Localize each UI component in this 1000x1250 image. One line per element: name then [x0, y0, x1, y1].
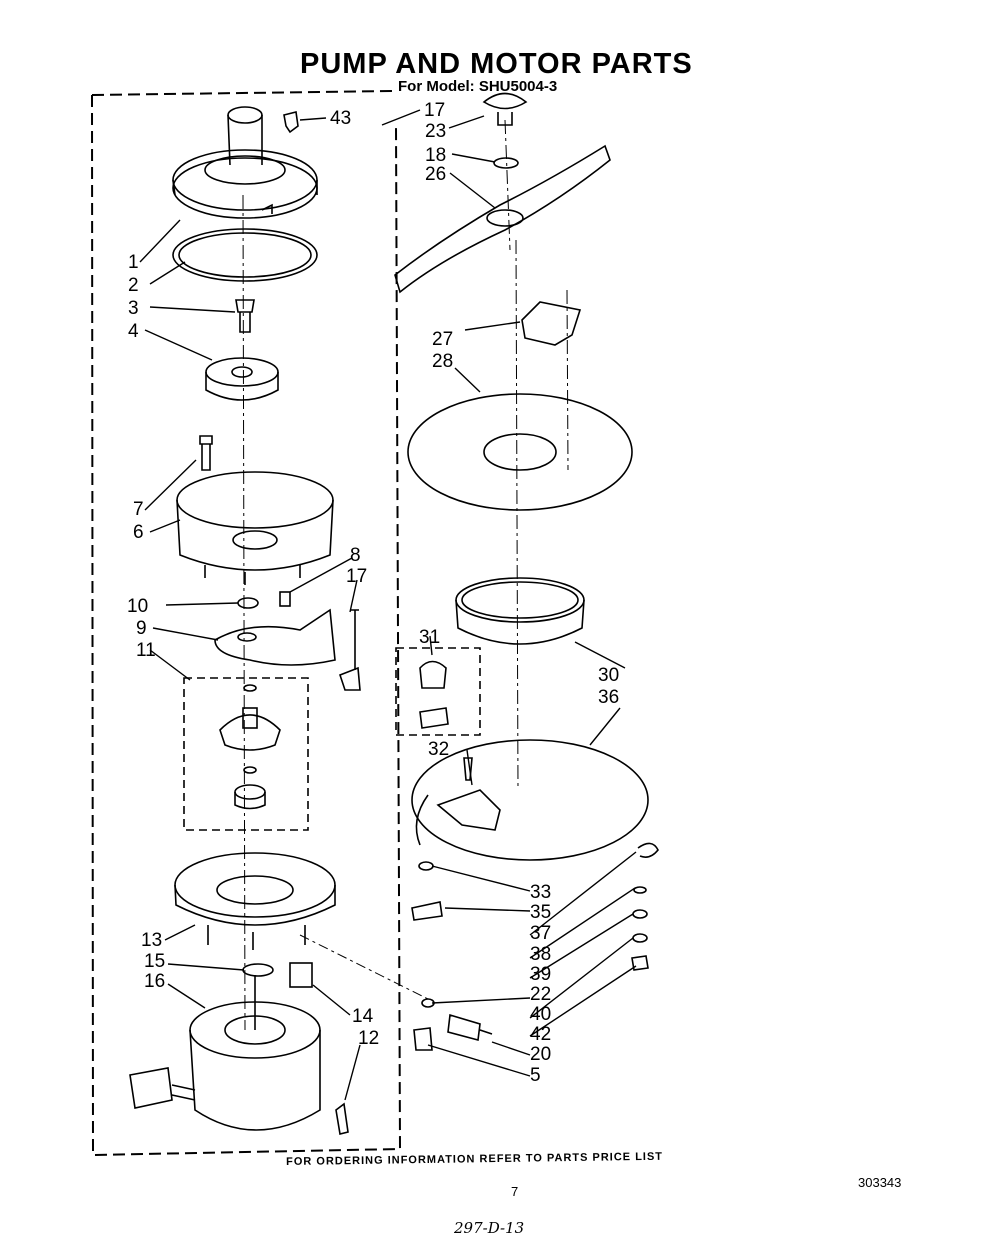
- part-11-assembly: [219, 684, 281, 810]
- callout-14: 14: [352, 1006, 374, 1027]
- wire: [415, 794, 429, 846]
- part-27-spray-arm: [394, 144, 611, 294]
- leader-lines: [139, 109, 637, 1101]
- callout-26: 23: [425, 121, 447, 142]
- part-38-washer: [633, 886, 647, 894]
- callout-35: 35: [530, 902, 552, 923]
- callout-30: 30: [598, 665, 620, 686]
- callout-5: 5: [530, 1065, 541, 1086]
- callout-6: 6: [133, 522, 144, 543]
- part-12-screw: [335, 1102, 349, 1135]
- part-39-washer: [632, 909, 648, 919]
- part-32-fitting: [463, 757, 473, 781]
- callout-20: 18: [425, 145, 447, 166]
- assembly-boundary: [91, 90, 402, 1157]
- left-axis-line: [242, 194, 246, 1031]
- part-17-rod: [339, 609, 361, 691]
- part-1-pump-cover: [172, 106, 318, 219]
- part-2-ring: [172, 228, 318, 282]
- right-axis-line: [504, 119, 519, 791]
- part-14-block: [289, 962, 313, 988]
- part-36-gasket: [411, 739, 649, 861]
- callout-8: 8: [350, 545, 361, 566]
- part-29-filter-screen: [407, 393, 633, 511]
- callout-10: 10: [127, 596, 149, 617]
- part-40-washer: [632, 933, 648, 943]
- callout-15: 15: [144, 951, 166, 972]
- part-5-clip: [413, 1027, 433, 1051]
- callout-27: 26: [425, 164, 447, 185]
- callout-9: 9: [136, 618, 147, 639]
- part-31-group-box: [395, 647, 481, 736]
- part-7-bolt: [199, 435, 213, 471]
- part-42-nut: [631, 955, 649, 971]
- part-15-washer: [242, 963, 274, 977]
- part-6-pump-housing: [176, 471, 334, 585]
- part-9-plate: [214, 608, 336, 666]
- part-35-clip: [411, 901, 443, 921]
- callout-2: 2: [128, 275, 139, 296]
- part-33-washer: [418, 861, 434, 871]
- callout-17: 17: [346, 566, 368, 587]
- callout-29: 28: [432, 351, 454, 372]
- part-28-deflector: [521, 301, 582, 346]
- part-22-valve: [447, 1013, 493, 1042]
- connector-line: [299, 934, 431, 1001]
- callout-43: 43: [330, 108, 352, 129]
- right-axis-line-2: [566, 289, 569, 471]
- callout-28: 27: [432, 329, 454, 350]
- part-20-washer: [493, 157, 519, 169]
- handwritten-note: 297-D-13: [454, 1219, 525, 1237]
- part-4-impeller: [205, 357, 279, 401]
- part-10-washer: [237, 597, 259, 609]
- callout-13: 13: [141, 930, 163, 951]
- callout-16: 16: [144, 971, 166, 992]
- part-13-base-plate: [174, 852, 336, 950]
- part-26-cap: [482, 92, 528, 126]
- callout-33: 33: [530, 882, 552, 903]
- part-11-group-box: [183, 677, 309, 831]
- callout-31: 31: [419, 627, 441, 648]
- part-32-bracket: [436, 789, 501, 831]
- callout-7: 7: [133, 499, 144, 520]
- callout-23: 22: [530, 984, 552, 1005]
- callout-37: 37: [530, 923, 552, 944]
- part-43-clip: [283, 111, 299, 134]
- callout-22: 20: [530, 1044, 552, 1065]
- callout-40: 40: [530, 1004, 552, 1025]
- callout-4: 4: [128, 321, 139, 342]
- page-number: 7: [511, 1184, 519, 1199]
- callout-38: 38: [530, 944, 552, 965]
- part-30-ring: [455, 577, 585, 645]
- part-3-screw: [235, 299, 255, 333]
- callout-11: 11: [136, 640, 156, 661]
- model-label: For Model: SHU5004-3: [398, 78, 558, 95]
- callout-32: 32: [428, 739, 450, 760]
- document-number: 303343: [858, 1175, 902, 1190]
- callout-36: 36: [598, 687, 620, 708]
- part-8-fitting: [279, 591, 291, 607]
- callout-18: 17: [424, 100, 446, 121]
- callout-1: 1: [128, 252, 139, 273]
- page-title: PUMP AND MOTOR PARTS: [300, 48, 693, 80]
- callout-39: 39: [530, 964, 552, 985]
- part-37-hook: [637, 842, 659, 858]
- callout-12: 12: [358, 1028, 380, 1049]
- callout-42: 42: [530, 1024, 552, 1045]
- callout-3: 3: [128, 298, 139, 319]
- part-16-motor: [129, 975, 321, 1131]
- part-31-sensor: [419, 660, 449, 729]
